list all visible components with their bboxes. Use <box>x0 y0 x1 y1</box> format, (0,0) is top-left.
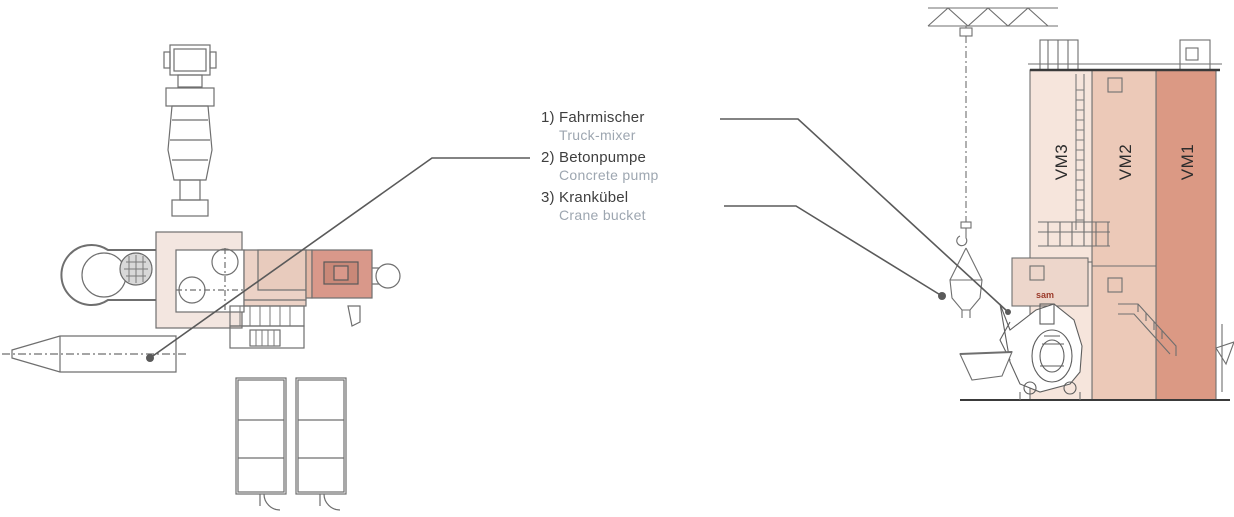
legend-number: 2) <box>541 149 555 166</box>
legend: 1)Fahrmischer Truck-mixer 2)Betonpumpe C… <box>541 108 659 228</box>
stairs <box>1118 303 1177 356</box>
brand-mark: sam <box>1036 290 1055 300</box>
legend-number: 3) <box>541 189 555 206</box>
legend-label: Betonpumpe <box>559 149 647 166</box>
blower-plan <box>60 244 161 306</box>
ladder <box>1075 74 1085 230</box>
vm3-label: VM3 <box>1052 143 1072 181</box>
leader-dot-bucket <box>938 292 946 300</box>
legend-item-concrete-pump: 2)Betonpumpe Concrete pump <box>541 148 659 184</box>
silo-vm1 <box>1155 69 1217 401</box>
plan-view <box>2 44 401 511</box>
platform <box>1038 221 1110 247</box>
leader-crane-bucket <box>724 205 943 297</box>
leader-dot-truck <box>1005 309 1011 315</box>
legend-label: Krankübel <box>559 189 629 206</box>
legend-item-crane-bucket: 3)Krankübel Crane bucket <box>541 188 659 224</box>
vm1-label: VM1 <box>1178 143 1198 181</box>
tower-top <box>1028 39 1222 72</box>
legend-translation: Truck-mixer <box>559 127 636 143</box>
leader-concrete-pump <box>149 157 530 359</box>
legend-translation: Concrete pump <box>559 167 659 183</box>
elevation-view <box>927 7 1234 401</box>
leader-lines <box>149 118 1009 359</box>
truck-mixer-side <box>999 303 1083 395</box>
legend-translation: Crane bucket <box>559 207 646 223</box>
leader-dot-pump <box>146 354 154 362</box>
silo-vm3 <box>1029 69 1093 267</box>
truck-mixer-plan <box>163 44 217 217</box>
vm2-label: VM2 <box>1116 143 1136 181</box>
legend-label: Fahrmischer <box>559 109 645 126</box>
legend-item-truck-mixer: 1)Fahrmischer Truck-mixer <box>541 108 659 144</box>
silo-plan <box>2 335 186 373</box>
silo-vm2 <box>1091 69 1157 401</box>
leader-truck-mixer <box>720 118 1009 313</box>
crane-jib <box>927 7 1058 318</box>
aggregate-bins <box>235 377 347 511</box>
legend-number: 1) <box>541 109 555 126</box>
